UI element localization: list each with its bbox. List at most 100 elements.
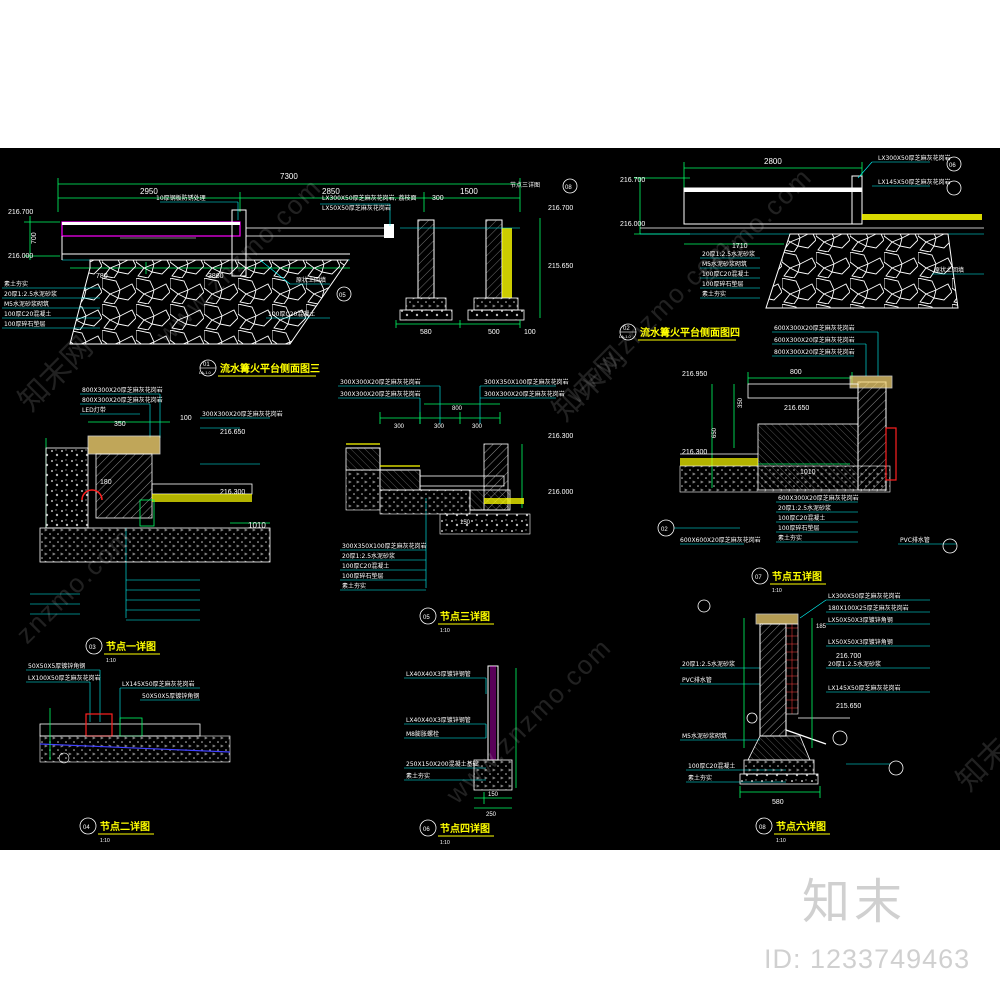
- title-node-six: 节点六详图: [776, 820, 826, 833]
- node-two-base: [39, 735, 231, 763]
- dim-n6-580: 580: [772, 799, 784, 806]
- note-layer-4: 100厚C20混凝土: [4, 310, 51, 318]
- note-n6-a: LX300X50厚芝麻灰花岗岩: [828, 592, 901, 600]
- note-n6-g: 20厚1:2.5水泥砂浆: [682, 660, 735, 668]
- coping-stone: [384, 224, 394, 238]
- note-s4-e: 100厚C20混凝土: [702, 270, 749, 278]
- note-n3-b: 300X300X20厚芝麻灰花岗岩: [340, 390, 421, 398]
- note-n1-d: 300X300X20厚芝麻灰花岗岩: [202, 410, 283, 418]
- note-s4-c: 20厚1:2.5水泥砂浆: [702, 250, 755, 258]
- dim-500: 500: [488, 329, 500, 336]
- node-six-wall: [759, 623, 787, 737]
- note-concrete: 100厚C20混凝土: [268, 310, 315, 318]
- note-n4-a: LX40X40X3厚镀锌钢管: [406, 670, 471, 678]
- base-concrete: [39, 527, 271, 563]
- detail-node-four: LX40X40X3厚镀锌钢管 LX40X40X3厚镀锌钢管 M8膨胀螺栓 250…: [404, 665, 517, 846]
- title-node-one: 节点一详图: [106, 640, 156, 653]
- note-n6-b: 180X100X25厚芝麻灰花岗岩: [828, 604, 909, 612]
- elev-n6-a: 216.700: [836, 653, 861, 660]
- dim-n4-150: 150: [488, 792, 499, 798]
- dim-n4-250: 250: [486, 812, 497, 818]
- title-07-num: 07: [755, 575, 762, 581]
- note-s4-f: 100厚碎石垫层: [702, 280, 743, 288]
- callout-05: [336, 286, 352, 302]
- note-n2-b: LX100X50厚芝麻灰花岗岩: [28, 674, 101, 682]
- detail-node-three: 300X300X20厚芝麻灰花岗岩 300X300X20厚芝麻灰花岗岩 300X…: [338, 378, 573, 634]
- elev-215650: 215.650: [548, 263, 573, 270]
- note-n6-c: LX50X50X3厚镀锌角钢: [828, 616, 893, 624]
- title-node-two: 节点二详图: [100, 820, 150, 833]
- rock-foundation: [69, 259, 349, 345]
- dim-1500: 1500: [460, 187, 478, 196]
- note-n5-g: 100厚碎石垫层: [778, 524, 819, 532]
- note-lx-top2: LX50X50厚芝麻灰花岗岩: [322, 204, 391, 212]
- dim-n5-800: 800: [790, 369, 802, 376]
- title-08-num: 08: [759, 825, 766, 831]
- detail-node-one: 800X300X20厚芝麻灰花岗岩 800X300X20厚芝麻灰花岗岩 LED灯…: [30, 386, 283, 664]
- note-n5-i: 600X600X20厚芝麻灰花岗岩: [680, 536, 761, 544]
- note-n4-c: M8膨胀螺栓: [406, 730, 439, 738]
- note-n2-a: 50X50X5厚镀锌角钢: [28, 662, 85, 670]
- detail-node-two: 50X50X5厚镀锌角钢 LX100X50厚芝麻灰花岗岩 LX145X50厚芝麻…: [26, 662, 231, 844]
- dim-n3-800: 800: [452, 406, 463, 412]
- callout-06: 06: [949, 163, 956, 169]
- note-n5-f: 100厚C20混凝土: [778, 514, 825, 522]
- scale-04: 1:10: [100, 838, 110, 844]
- title-04-num: 04: [83, 825, 90, 831]
- dim-2850: 2850: [322, 187, 340, 196]
- scale-06: 1:10: [440, 840, 450, 846]
- note-n5-e: 20厚1:2.5水泥砂浆: [778, 504, 831, 512]
- title-02-num: 02: [623, 326, 630, 332]
- title-05-num: 05: [423, 615, 430, 621]
- note-n3-d: 300X300X20厚芝麻灰花岗岩: [484, 390, 565, 398]
- dim-n5-350: 350: [738, 397, 744, 408]
- note-n3-c: 300X350X100厚芝麻灰花岗岩: [484, 378, 569, 386]
- callout-05-num: 05: [339, 293, 346, 299]
- title-node-three: 节点三详图: [440, 610, 490, 623]
- note-n5-b: 600X300X20厚芝麻灰花岗岩: [774, 336, 855, 344]
- section-view-four: 2800 1710 216.700 216.000 LX300X50厚芝麻灰花岗…: [619, 154, 984, 341]
- dim-n1-100: 100: [180, 415, 192, 422]
- stone-cap: [87, 435, 161, 455]
- cad-drawing: 7300 2950 2850 1500 780 3860 700 216.700…: [2, 154, 984, 846]
- title-01-num: 01: [203, 362, 210, 368]
- note-s4-a: LX300X50厚芝麻灰花岗岩: [878, 154, 951, 162]
- note-layer-3: M5水泥砂浆砌筑: [4, 300, 49, 308]
- elev-n5-a: 216.950: [682, 371, 707, 378]
- note-n1-c: LED灯带: [82, 406, 106, 414]
- note-n3-g: 100厚C20混凝土: [342, 562, 389, 570]
- elev-n5-c: 216.300: [682, 449, 707, 456]
- note-n5-d: 600X300X20厚芝麻灰花岗岩: [778, 494, 859, 502]
- note-layer-2: 20厚1:2.5水泥砂浆: [4, 290, 57, 298]
- dim-2800: 2800: [764, 157, 782, 166]
- note-n6-e: 20厚1:2.5水泥砂浆: [828, 660, 881, 668]
- note-lx-top: LX300X50厚芝麻灰花岗岩, 荔枝面: [322, 194, 416, 202]
- image-id: ID: 1233749463: [764, 944, 971, 974]
- elev-n5-b: 216.650: [784, 405, 809, 412]
- callout-n5-02: 02: [661, 527, 668, 533]
- note-n2-d: 50X50X5厚镀锌角钢: [142, 692, 199, 700]
- dim-n3-300a: 300: [394, 424, 405, 430]
- note-n2-c: LX145X50厚芝麻灰花岗岩: [122, 680, 195, 688]
- dim-2950: 2950: [140, 187, 158, 196]
- elev-216700-r: 216.700: [548, 205, 573, 212]
- cad-drawing-sheet: 7300 2950 2850 1500 780 3860 700 216.700…: [0, 148, 1000, 850]
- note-n6-k: 素土夯实: [688, 774, 712, 782]
- detail-node-five: 600X300X20厚芝麻灰花岗岩 600X300X20厚芝麻灰花岗岩 800X…: [657, 324, 958, 594]
- note-rock: 原状土回填: [296, 276, 326, 284]
- title-section-three: 流水篝火平台侧面图三: [220, 362, 320, 375]
- dim-n1-350: 350: [114, 421, 126, 428]
- title-section-four: 流水篝火平台侧面图四: [640, 326, 740, 339]
- title-06-num: 06: [423, 827, 430, 833]
- wall-dims: [395, 218, 541, 328]
- scale-05: 1:10: [440, 628, 450, 634]
- note-frame: 10厚钢板防锈处理: [156, 194, 206, 202]
- brand-logo: 知末: [802, 874, 907, 930]
- dim-n3-300c: 300: [472, 424, 483, 430]
- note-n3-a: 300X300X20厚芝麻灰花岗岩: [340, 378, 421, 386]
- note-n1-b: 800X300X20厚芝麻灰花岗岩: [82, 396, 163, 404]
- title-node-four: 节点四详图: [440, 822, 490, 835]
- note-n5-c: 800X300X20厚芝麻灰花岗岩: [774, 348, 855, 356]
- dim-580-a: 580: [420, 329, 432, 336]
- note-n3-e: 300X350X100厚芝麻灰花岗岩: [342, 542, 427, 550]
